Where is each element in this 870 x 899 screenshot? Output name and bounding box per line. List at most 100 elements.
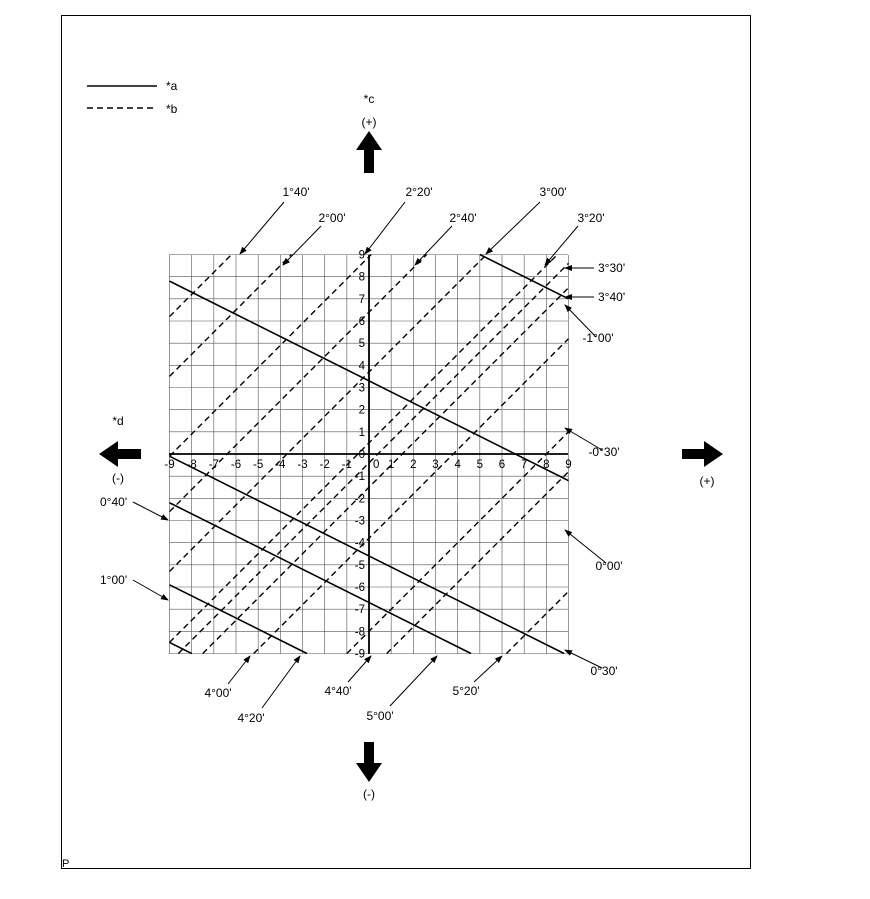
dashed-line-label: 4°00' — [204, 686, 231, 700]
direction-left-sign: (-) — [112, 471, 124, 485]
corner-mark: P — [62, 858, 69, 870]
y-tick-label: -1 — [355, 471, 365, 483]
dashed-line — [346, 431, 569, 654]
dashed-callout-arrow — [227, 655, 251, 685]
dashed-callout-arrow — [389, 655, 438, 707]
dashed-line — [169, 254, 487, 572]
callouts: -1°00'-0°30'0°00'0°30'0°40'1°00'1°40'2°0… — [100, 185, 625, 725]
direction-left-label: *d — [112, 414, 123, 428]
y-tick-label: -3 — [355, 516, 365, 528]
solid-callout-arrow — [564, 649, 603, 669]
y-tick-label: -8 — [355, 626, 365, 638]
solid-callout-arrow — [132, 579, 169, 601]
solid-callout-arrow — [564, 304, 597, 338]
dashed-callout-arrow — [239, 201, 285, 255]
direction-left: *d (-) — [99, 414, 141, 485]
x-tick-label: -3 — [297, 459, 307, 471]
solid-line — [479, 253, 569, 300]
x-tick-label: 8 — [543, 459, 549, 471]
dashed-callout-arrow — [261, 655, 301, 709]
plot-lines — [169, 253, 569, 655]
dashed-line-label: 4°40' — [324, 684, 351, 698]
direction-up: *c (+) — [356, 92, 382, 173]
direction-right: (+) — [682, 441, 723, 488]
dashed-line-label: 3°00' — [539, 185, 566, 199]
solid-line-label: 0°40' — [100, 495, 127, 509]
dashed-line-label: 2°40' — [449, 211, 476, 225]
y-tick-label: 2 — [359, 405, 365, 417]
x-tick-label: 0 — [373, 459, 379, 471]
y-tick-label: -5 — [355, 560, 365, 572]
direction-up-sign: (+) — [362, 115, 377, 129]
y-tick-label: -2 — [355, 493, 365, 505]
x-tick-label: 4 — [454, 459, 461, 471]
legend-dashed-label: *b — [166, 102, 178, 116]
dashed-line-label: 3°30' — [598, 261, 625, 275]
y-tick-label: -6 — [355, 582, 365, 594]
dashed-line-label: 2°20' — [405, 185, 432, 199]
dashed-callout-arrow — [485, 201, 541, 255]
dashed-callout-arrow — [364, 201, 406, 255]
y-tick-label: -4 — [355, 538, 366, 550]
solid-line-label: 0°30' — [590, 664, 617, 678]
x-tick-label: 6 — [499, 459, 505, 471]
dashed-line-label: 3°40' — [598, 290, 625, 304]
diagram-frame — [61, 15, 751, 869]
legend-solid-label: *a — [166, 79, 178, 93]
dashed-callout-arrow — [544, 225, 579, 266]
y-tick-label: 6 — [359, 316, 365, 328]
x-tick-label: 3 — [432, 459, 438, 471]
dashed-line — [169, 254, 233, 318]
arrow-left-icon — [99, 441, 141, 467]
x-tick-label: -7 — [209, 459, 219, 471]
dashed-line — [505, 590, 569, 654]
x-tick-label: 7 — [521, 459, 527, 471]
dashed-callout-arrow — [473, 655, 503, 683]
dashed-line — [253, 338, 569, 654]
y-tick-label: 4 — [359, 360, 366, 372]
dashed-callout-arrow — [414, 225, 453, 266]
arrow-down-icon — [356, 742, 382, 782]
dashed-line-label: 1°40' — [282, 185, 309, 199]
y-tick-label: 9 — [359, 250, 365, 262]
dashed-callout-arrow — [282, 225, 322, 266]
dashed-line-label: 5°20' — [452, 684, 479, 698]
arrow-up-icon — [356, 131, 382, 173]
y-tick-label: 3 — [359, 383, 365, 395]
dashed-line — [169, 254, 558, 643]
dashed-line-label: 4°20' — [237, 711, 264, 725]
arrow-right-icon — [682, 441, 723, 467]
y-tick-label: 5 — [359, 338, 365, 350]
solid-callout-arrow — [564, 427, 603, 451]
y-tick-label: 1 — [359, 427, 365, 439]
dashed-line — [169, 254, 292, 377]
x-tick-label: -9 — [164, 459, 174, 471]
x-tick-label: -2 — [320, 459, 330, 471]
x-tick-label: -4 — [275, 459, 286, 471]
dashed-line — [177, 262, 569, 654]
dashed-line-label: 3°20' — [577, 211, 604, 225]
x-tick-label: 5 — [477, 459, 483, 471]
direction-up-label: *c — [364, 92, 375, 106]
solid-callout-arrow — [564, 529, 607, 564]
x-tick-label: -6 — [231, 459, 241, 471]
y-tick-label: -9 — [355, 649, 365, 661]
dashed-line — [169, 254, 372, 457]
solid-line — [169, 584, 308, 655]
dashed-line-label: 2°00' — [318, 211, 345, 225]
x-tick-label: 1 — [388, 459, 394, 471]
solid-line-label: 0°00' — [595, 559, 622, 573]
y-tick-label: -7 — [355, 604, 365, 616]
y-tick-label: 0 — [359, 449, 365, 461]
direction-down-sign: (-) — [363, 787, 375, 801]
dashed-callout-arrow — [347, 655, 372, 683]
solid-line — [169, 455, 565, 655]
dashed-line — [386, 471, 569, 654]
solid-line — [169, 502, 472, 655]
y-tick-label: 8 — [359, 272, 365, 284]
solid-callout-arrow — [132, 501, 169, 521]
x-tick-label: -8 — [187, 459, 197, 471]
dashed-line-label: 5°00' — [366, 709, 393, 723]
x-tick-label: 2 — [410, 459, 416, 471]
